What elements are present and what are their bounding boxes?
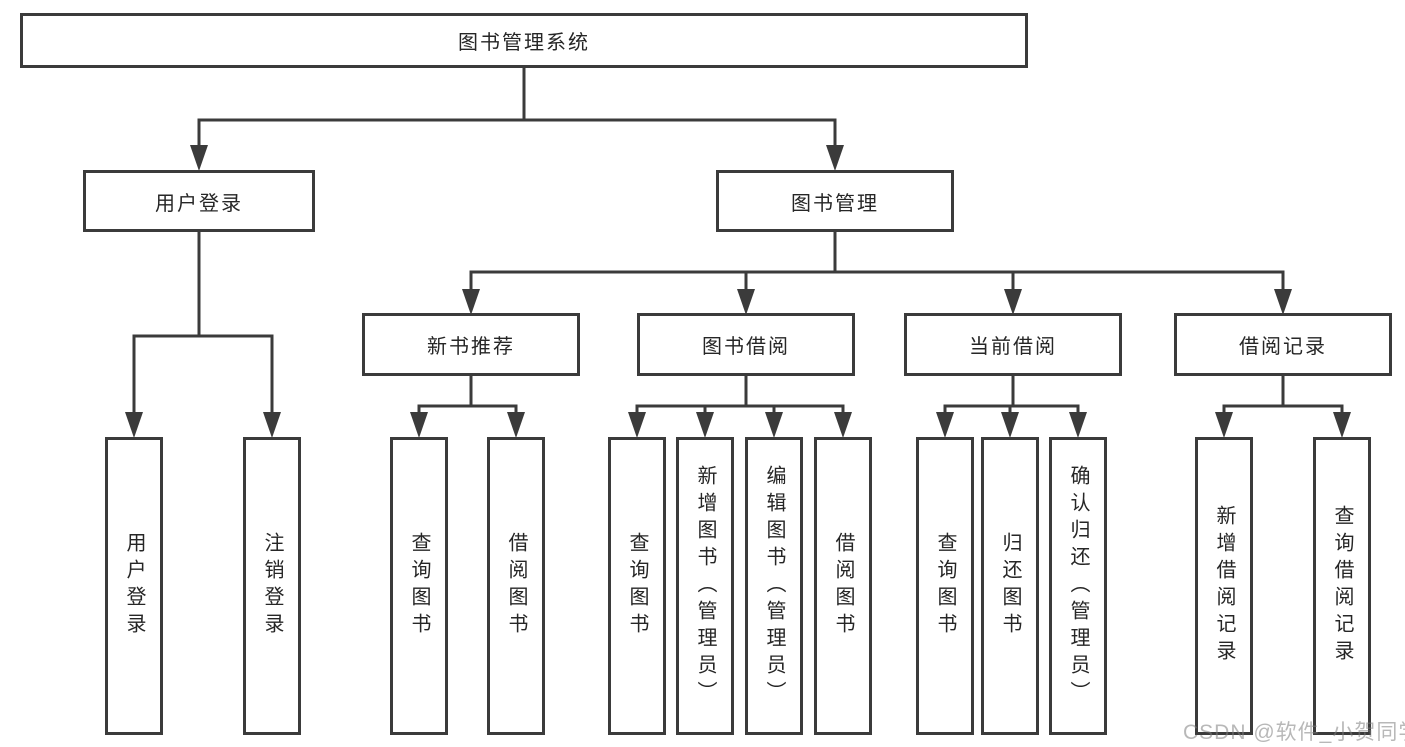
node-label: 查询图书 xyxy=(934,532,956,640)
node-borrow-records: 借阅记录 xyxy=(1174,313,1392,376)
node-label: 查询借阅记录 xyxy=(1331,505,1353,667)
node-label: 新书推荐 xyxy=(427,336,515,358)
leaf-logout: 注销登录 xyxy=(243,437,301,735)
node-label: 查询图书 xyxy=(408,532,430,640)
node-label: 图书管理 xyxy=(791,192,879,215)
leaf-user-login: 用户登录 xyxy=(105,437,163,735)
node-label: 图书管理系统 xyxy=(458,32,590,54)
leaf-query-books-1: 查询图书 xyxy=(390,437,448,735)
node-label: 用户登录 xyxy=(123,532,145,640)
node-new-book-recommend: 新书推荐 xyxy=(362,313,580,376)
node-label: 借阅记录 xyxy=(1239,336,1327,358)
node-label: 注销登录 xyxy=(261,532,283,640)
leaf-edit-books-admin: 编辑图书（管理员） xyxy=(745,437,803,735)
node-label: 借阅图书 xyxy=(505,532,527,640)
node-label: 编辑图书（管理员） xyxy=(763,464,785,708)
leaf-add-books-admin: 新增图书（管理员） xyxy=(676,437,734,735)
leaf-borrow-books-2: 借阅图书 xyxy=(814,437,872,735)
leaf-confirm-return-admin: 确认归还（管理员） xyxy=(1049,437,1107,735)
leaf-add-borrow-record: 新增借阅记录 xyxy=(1195,437,1253,735)
leaf-query-books-3: 查询图书 xyxy=(916,437,974,735)
csdn-watermark: CSDN @软件_小贺同学 xyxy=(1183,721,1405,744)
leaf-query-borrow-record: 查询借阅记录 xyxy=(1313,437,1371,735)
node-label: 当前借阅 xyxy=(969,336,1057,358)
node-label: 用户登录 xyxy=(155,192,243,215)
node-label: 图书借阅 xyxy=(702,336,790,358)
node-label: 确认归还（管理员） xyxy=(1067,464,1089,708)
node-user-login: 用户登录 xyxy=(83,170,315,232)
leaf-return-books: 归还图书 xyxy=(981,437,1039,735)
node-label: 归还图书 xyxy=(999,532,1021,640)
node-current-borrow: 当前借阅 xyxy=(904,313,1122,376)
leaf-borrow-books-1: 借阅图书 xyxy=(487,437,545,735)
node-label: 新增图书（管理员） xyxy=(694,464,716,708)
leaf-query-books-2: 查询图书 xyxy=(608,437,666,735)
node-book-management: 图书管理 xyxy=(716,170,954,232)
node-library-system: 图书管理系统 xyxy=(20,13,1028,68)
node-label: 查询图书 xyxy=(626,532,648,640)
node-label: 新增借阅记录 xyxy=(1213,505,1235,667)
node-book-borrow: 图书借阅 xyxy=(637,313,855,376)
node-label: 借阅图书 xyxy=(832,532,854,640)
